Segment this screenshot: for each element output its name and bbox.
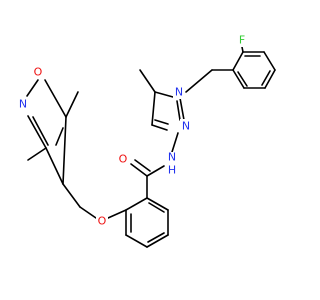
atom-label-ether-oxygen: O xyxy=(98,215,107,228)
atom-ether-oxygen: O xyxy=(96,214,108,228)
atom-label-isoxazole-oxygen: O xyxy=(34,66,43,79)
atom-nitrogen-2: N xyxy=(180,119,192,133)
atom-nitrogen-1: N xyxy=(173,85,185,99)
atoms: F N N N H O O N O xyxy=(17,33,248,228)
atom-label-nitrogen-1: N xyxy=(175,86,183,99)
molecule-canvas: F N N N H O O N O xyxy=(17,33,276,248)
atom-label-fluorine: F xyxy=(239,34,245,47)
structure-svg: F N N N H O O N O xyxy=(17,33,276,248)
bonds xyxy=(26,46,276,248)
atom-isoxazole-oxygen: O xyxy=(32,65,44,79)
atom-fluorine: F xyxy=(236,33,248,47)
atom-label-nitrogen-2: N xyxy=(182,120,190,133)
atom-carbonyl-oxygen: O xyxy=(117,152,129,166)
atom-amide-nitrogen: N H xyxy=(166,151,178,177)
atom-label-carbonyl-oxygen: O xyxy=(119,153,128,166)
atom-label-isoxazole-nitrogen: N xyxy=(19,98,27,111)
atom-label-amide-nitrogen: N xyxy=(168,151,176,164)
atom-isoxazole-nitrogen: N xyxy=(17,97,29,111)
atom-label-amide-hydrogen: H xyxy=(168,164,176,177)
